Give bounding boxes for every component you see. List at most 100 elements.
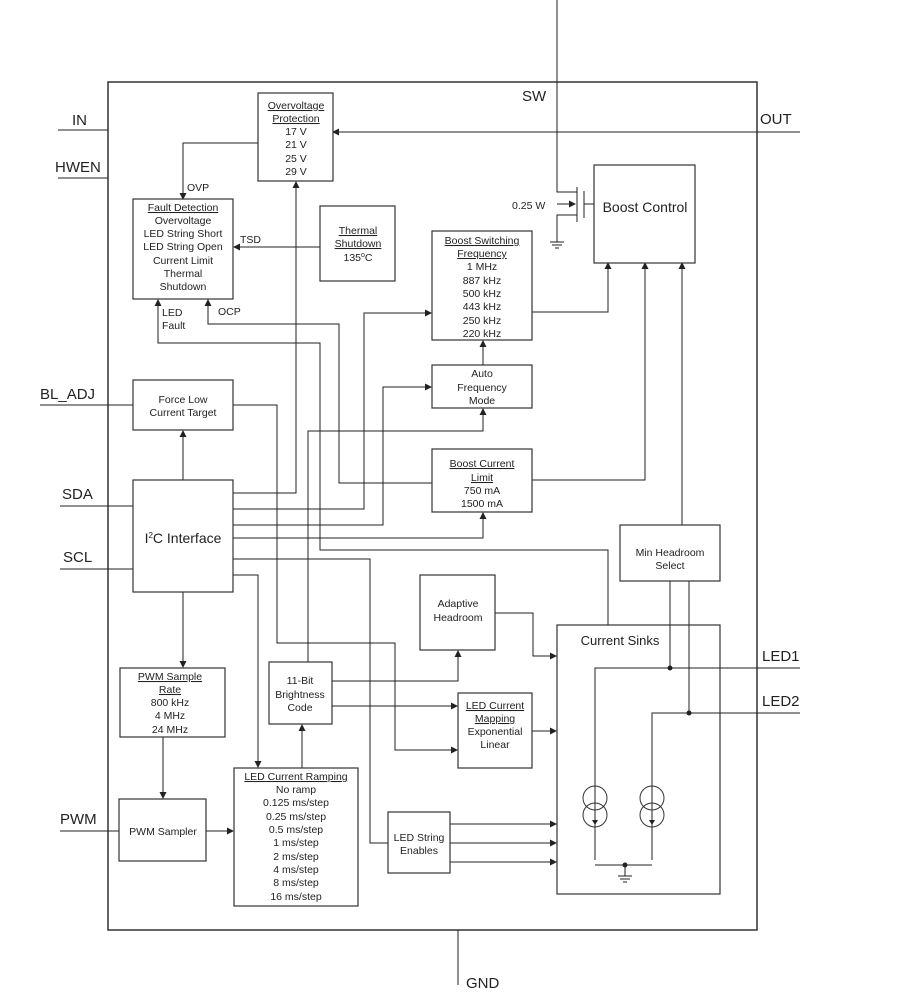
thermal-shutdown-block: Thermal Shutdown 135oC xyxy=(319,205,396,282)
pin-out: OUT xyxy=(760,111,792,128)
label-led-fault: LED xyxy=(162,307,183,319)
svg-text:Select: Select xyxy=(655,560,684,572)
svg-text:16 ms/step: 16 ms/step xyxy=(270,891,322,903)
svg-text:LED String Open: LED String Open xyxy=(143,241,223,253)
min-headroom-select-block: Min Headroom Select xyxy=(619,524,721,582)
svg-text:1 ms/step: 1 ms/step xyxy=(273,837,319,849)
svg-text:Rate: Rate xyxy=(159,684,181,696)
mosfet-icon xyxy=(556,187,594,242)
svg-text:4 ms/step: 4 ms/step xyxy=(273,864,319,876)
fault-detection-block: Fault Detection Overvoltage LED String S… xyxy=(132,198,234,300)
svg-text:LED String Short: LED String Short xyxy=(144,228,223,240)
svg-text:220 kHz: 220 kHz xyxy=(463,328,502,340)
svg-text:Auto: Auto xyxy=(471,368,493,380)
svg-text:Fault Detection: Fault Detection xyxy=(148,202,219,214)
overvoltage-protection-block: Overvoltage Protection 17 V 21 V 25 V 29… xyxy=(257,92,334,182)
svg-text:24 MHz: 24 MHz xyxy=(152,724,188,736)
pwm-sampler-block: PWM Sampler xyxy=(118,798,207,862)
brightness-code-block: 11-Bit Brightness Code xyxy=(268,661,333,725)
pin-in: IN xyxy=(72,112,87,129)
svg-text:0.25 ms/step: 0.25 ms/step xyxy=(266,811,326,823)
boost-control-block: Boost Control xyxy=(593,164,696,264)
svg-text:1500 mA: 1500 mA xyxy=(461,498,503,510)
svg-text:Headroom: Headroom xyxy=(433,612,482,624)
svg-text:LED String: LED String xyxy=(394,832,445,844)
pin-bl-adj: BL_ADJ xyxy=(40,386,95,403)
svg-text:Thermal: Thermal xyxy=(164,268,203,280)
svg-text:Frequency: Frequency xyxy=(457,382,507,394)
svg-text:Boost Control: Boost Control xyxy=(603,199,688,215)
svg-text:1 MHz: 1 MHz xyxy=(467,261,497,273)
label-tsd: TSD xyxy=(240,234,261,246)
pin-hwen: HWEN xyxy=(55,159,101,176)
junction-dot xyxy=(686,710,692,716)
svg-text:443 kHz: 443 kHz xyxy=(463,301,502,313)
svg-text:Shutdown: Shutdown xyxy=(335,238,382,250)
boost-current-limit-block: Boost Current Limit 750 mA 1500 mA xyxy=(431,448,533,513)
svg-text:Thermal: Thermal xyxy=(339,225,378,237)
svg-text:Boost Current: Boost Current xyxy=(450,458,515,470)
svg-text:Current Target: Current Target xyxy=(150,407,217,419)
label-power: 0.25 W xyxy=(512,200,545,212)
junction-dot xyxy=(667,665,673,671)
svg-text:0.125 ms/step: 0.125 ms/step xyxy=(263,797,329,809)
wires xyxy=(154,142,690,876)
i2c-interface-block: I2C Interface xyxy=(132,479,234,593)
junction-dot xyxy=(622,862,628,868)
svg-text:Enables: Enables xyxy=(400,845,438,857)
svg-text:LED Current: LED Current xyxy=(466,700,524,712)
svg-text:No ramp: No ramp xyxy=(276,784,316,796)
pin-gnd: GND xyxy=(466,975,500,992)
svg-text:Exponential: Exponential xyxy=(468,726,523,738)
pin-led2: LED2 xyxy=(762,693,800,710)
svg-text:2 ms/step: 2 ms/step xyxy=(273,851,319,863)
pin-pwm: PWM xyxy=(60,811,97,828)
svg-text:Boost Switching: Boost Switching xyxy=(445,235,520,247)
svg-text:25 V: 25 V xyxy=(285,153,307,165)
svg-text:PWM Sampler: PWM Sampler xyxy=(129,826,197,838)
svg-text:Current Sinks: Current Sinks xyxy=(581,633,660,648)
svg-text:250 kHz: 250 kHz xyxy=(463,315,502,327)
svg-text:Limit: Limit xyxy=(471,472,493,484)
svg-text:887 kHz: 887 kHz xyxy=(463,275,502,287)
svg-text:Protection: Protection xyxy=(272,113,319,125)
svg-text:Mode: Mode xyxy=(469,395,495,407)
pin-led1: LED1 xyxy=(762,648,800,665)
svg-text:0.5 ms/step: 0.5 ms/step xyxy=(269,824,323,836)
svg-text:Mapping: Mapping xyxy=(475,713,515,725)
label-ovp: OVP xyxy=(187,182,209,194)
svg-text:500 kHz: 500 kHz xyxy=(463,288,502,300)
adaptive-headroom-block: Adaptive Headroom xyxy=(419,574,496,651)
ground-icon xyxy=(550,241,632,883)
svg-text:4 MHz: 4 MHz xyxy=(155,710,185,722)
svg-text:Code: Code xyxy=(287,702,312,714)
svg-text:11-Bit: 11-Bit xyxy=(287,675,314,687)
svg-text:Adaptive: Adaptive xyxy=(438,598,479,610)
pwm-sample-rate-block: PWM Sample Rate 800 kHz 4 MHz 24 MHz xyxy=(119,667,226,738)
svg-text:LED Current Ramping: LED Current Ramping xyxy=(244,771,347,783)
current-source-icon xyxy=(582,785,608,828)
svg-text:Force Low: Force Low xyxy=(158,394,207,406)
current-sinks-block: Current Sinks xyxy=(556,624,721,895)
svg-text:750 mA: 750 mA xyxy=(464,485,500,497)
svg-text:800 kHz: 800 kHz xyxy=(151,697,190,709)
pin-lines xyxy=(40,0,800,985)
svg-text:Overvoltage: Overvoltage xyxy=(268,100,325,112)
pin-sw: SW xyxy=(522,88,547,105)
svg-text:21 V: 21 V xyxy=(285,139,307,151)
led-string-enables-block: LED String Enables xyxy=(387,811,451,874)
svg-text:Frequency: Frequency xyxy=(457,248,507,260)
svg-text:PWM Sample: PWM Sample xyxy=(138,671,202,683)
led-current-mapping-block: LED Current Mapping Exponential Linear xyxy=(457,692,533,769)
pin-sda: SDA xyxy=(62,486,93,503)
label-led-fault-2: Fault xyxy=(162,320,185,332)
svg-text:Shutdown: Shutdown xyxy=(160,281,207,293)
svg-text:17 V: 17 V xyxy=(285,126,307,138)
label-ocp: OCP xyxy=(218,306,241,318)
svg-text:135oC: 135oC xyxy=(343,252,372,264)
boost-switching-frequency-block: Boost Switching Frequency 1 MHz 887 kHz … xyxy=(431,230,533,341)
svg-text:I2C Interface: I2C Interface xyxy=(145,530,222,546)
auto-frequency-mode-block: Auto Frequency Mode xyxy=(431,364,533,409)
